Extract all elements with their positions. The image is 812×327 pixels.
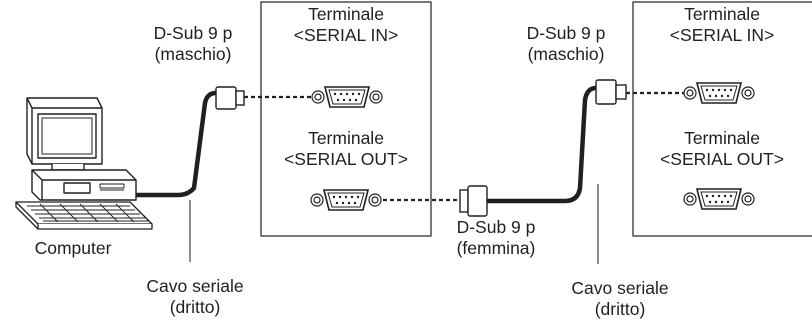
label-dsub-female: D-Sub 9 p (femmina) — [436, 217, 556, 259]
cable-projector1-to-projector2 — [487, 85, 597, 204]
label-projector1-in-line1: Terminale — [308, 4, 384, 24]
cable-computer-to-projector1 — [136, 90, 217, 198]
label-cable-right-line1: Cavo seriale — [571, 278, 669, 298]
db9-connector-icon — [683, 82, 755, 104]
label-computer: Computer — [18, 238, 128, 259]
label-projector2-serial-out: Terminale <SERIAL OUT> — [642, 128, 802, 170]
db9-connector-icon — [310, 189, 382, 211]
label-projector1-serial-out: Terminale <SERIAL OUT> — [266, 128, 426, 170]
label-dsub-middle: D-Sub 9 p (maschio) — [506, 23, 626, 65]
keyboard-icon — [15, 201, 153, 230]
label-projector1-out-line1: Terminale — [308, 128, 384, 148]
label-dsub-middle-line1: D-Sub 9 p — [526, 23, 606, 43]
db9-connector-icon — [311, 86, 383, 108]
label-projector2-serial-in: Terminale <SERIAL IN> — [652, 4, 792, 46]
label-computer-text: Computer — [34, 238, 112, 258]
label-dsub-left-line1: D-Sub 9 p — [153, 23, 233, 43]
label-cable-right-line2: (dritto) — [594, 299, 646, 319]
label-dsub-female-line1: D-Sub 9 p — [456, 217, 536, 237]
label-dsub-left-line2: (maschio) — [154, 44, 232, 64]
label-cable-left-line2: (dritto) — [169, 297, 221, 317]
label-projector1-in-line2: <SERIAL IN> — [293, 25, 399, 45]
label-projector2-out-line2: <SERIAL OUT> — [660, 149, 784, 169]
cable-plug-icon — [595, 79, 627, 105]
cable-plug-icon — [459, 185, 488, 217]
label-projector2-in-line2: <SERIAL IN> — [669, 25, 775, 45]
label-dsub-left: D-Sub 9 p (maschio) — [133, 23, 253, 65]
label-cable-right: Cavo seriale (dritto) — [560, 278, 680, 320]
db9-connector-icon — [683, 188, 755, 210]
label-dsub-middle-line2: (maschio) — [527, 44, 605, 64]
label-projector1-serial-in: Terminale <SERIAL IN> — [276, 4, 416, 46]
label-dsub-female-line2: (femmina) — [456, 238, 536, 258]
computer-icon — [26, 97, 137, 201]
label-projector2-in-line1: Terminale — [684, 4, 760, 24]
label-projector1-out-line2: <SERIAL OUT> — [284, 149, 408, 169]
label-cable-left: Cavo seriale (dritto) — [135, 276, 255, 318]
cable-plug-icon — [215, 86, 245, 110]
label-cable-left-line1: Cavo seriale — [146, 276, 244, 296]
label-projector2-out-line1: Terminale — [684, 128, 760, 148]
